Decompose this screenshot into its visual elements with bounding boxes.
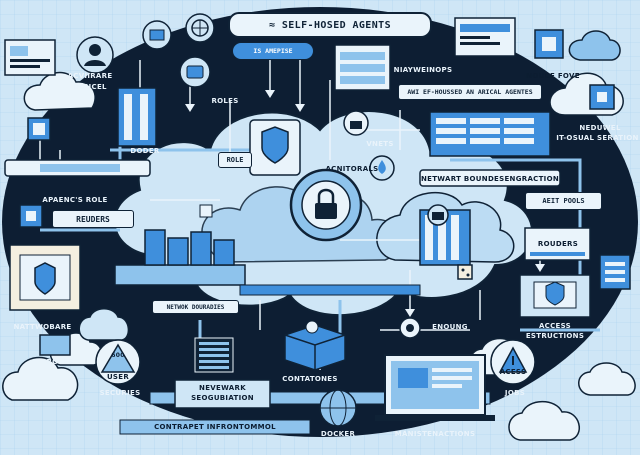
nattwobare-label: NATTWOBARE — [13, 323, 72, 331]
acnitorals-label: ACNITORALS — [325, 165, 379, 173]
contrapet-label: CONTRAPET INFRONTOMMOL — [154, 423, 276, 431]
osual-seration-label: IT-OSUAL SERATION — [556, 134, 639, 142]
acviirare-label: ACVIIRARE — [67, 72, 113, 80]
agents-banner: AWI EF-HOUSSED AN ARICAL AGENTES — [398, 84, 542, 100]
roles-top-label: ROLES — [211, 97, 239, 105]
aeit-pools-box: AEIT POOLS — [525, 192, 602, 210]
acess-label: ACESS — [499, 368, 527, 376]
netwart-boundary-label: NETWART BOUNDESENGRACTION — [420, 175, 559, 183]
neduwel-label: NEDUWEL — [579, 124, 621, 132]
manistenactions-label: MANISTENACTIONS — [394, 430, 476, 438]
role-box: ROLE — [218, 152, 252, 168]
diagram-title: ≈ SELF-HOSED AGENTS — [228, 12, 432, 38]
niaywenops-label: NIAYWEINOPS — [393, 66, 453, 74]
containers-label: CONTATONES — [282, 375, 338, 383]
access-instructions-label: ESTRUCTIONS — [525, 332, 585, 340]
doder-label: DODER — [130, 147, 160, 155]
segregation-label: SEOGUBIATION — [191, 394, 254, 402]
roles-left-label: ROLES — [46, 358, 74, 366]
user-icon: 600 — [111, 352, 125, 359]
reuders-box: REUDERS — [52, 210, 134, 228]
access-label: ACCESS — [538, 322, 572, 330]
apaenc-role-label: APAENC'S ROLE — [42, 196, 108, 204]
vnets-label: VNETS — [366, 140, 394, 148]
jobs-label: JOBS — [504, 389, 526, 397]
nevewark-label: NEVEWARK — [199, 384, 246, 392]
enoung-label: ENOUNG — [432, 323, 468, 331]
amepise-badge: IS AMEPISE — [232, 42, 314, 60]
docker-label: DOCKER — [320, 430, 356, 438]
network-boundaries-box: NETWOK DOURADIES — [152, 300, 239, 314]
routers-right-label: ROUDERS — [537, 240, 579, 248]
user-label: USER — [106, 373, 130, 381]
nouce-fove-label: NOUCE FOVE — [526, 72, 580, 80]
douecel-label: DOUCEL — [73, 83, 107, 91]
securies-label: SECURIES — [99, 389, 141, 397]
